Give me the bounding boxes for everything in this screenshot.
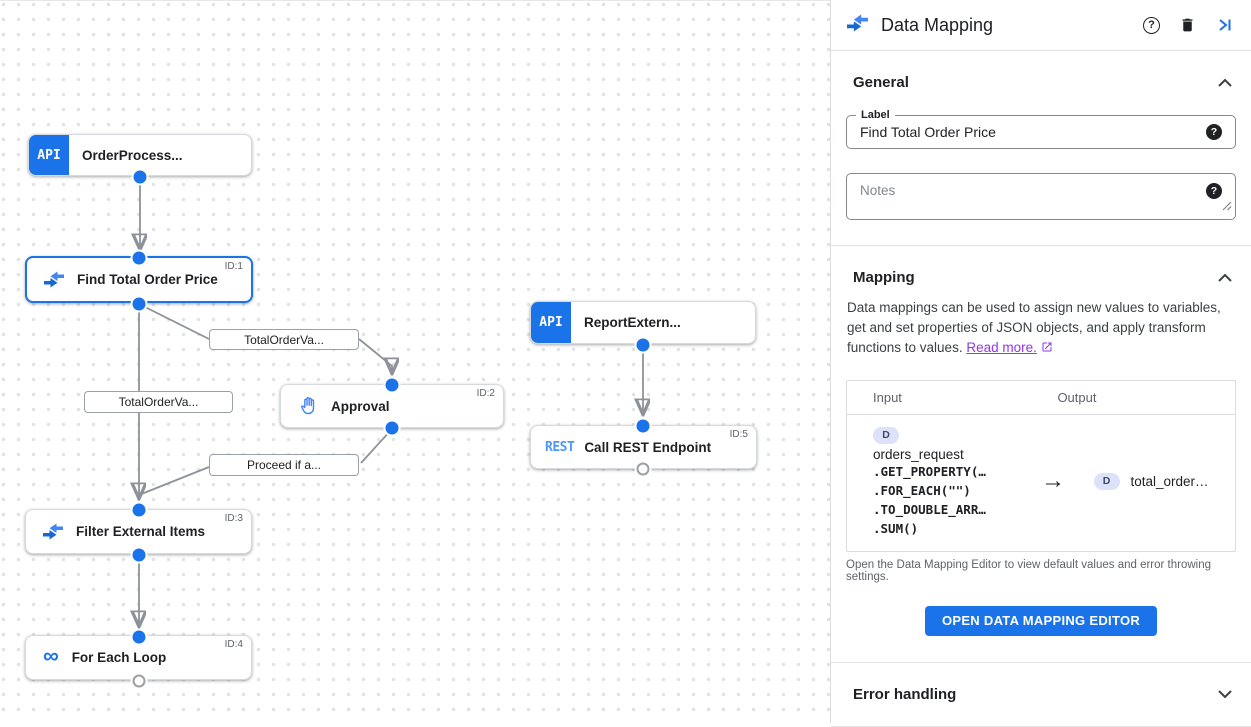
- collapse-right-icon: [1219, 19, 1231, 31]
- connector-dot[interactable]: [132, 548, 146, 562]
- node-title: Call REST Endpoint: [584, 439, 712, 455]
- datatype-chip: D: [873, 426, 899, 444]
- connector-dot-open[interactable]: [132, 674, 146, 688]
- datatype-chip: D: [1093, 472, 1120, 490]
- connector-dot[interactable]: [133, 170, 147, 184]
- data-mapping-icon: [43, 523, 63, 540]
- mapping-table-row: D orders_request .GET_PROPERTY(… .FOR_EA…: [847, 415, 1235, 551]
- node-title: Filter External Items: [76, 524, 206, 539]
- error-handling-section-toggle[interactable]: Error handling: [846, 686, 1236, 703]
- resize-handle-icon[interactable]: [1222, 198, 1232, 216]
- data-mapping-icon: [44, 271, 64, 288]
- section-divider: [831, 725, 1251, 727]
- rest-task-icon: REST: [545, 439, 575, 455]
- transform-function: .GET_PROPERTY(…: [873, 463, 986, 479]
- label-input[interactable]: [860, 124, 1206, 140]
- mapping-section: Mapping Data mappings can be used to ass…: [831, 269, 1251, 636]
- panel-title: Data Mapping: [881, 14, 994, 35]
- connector-dot[interactable]: [132, 503, 146, 517]
- node-id-badge: ID:3: [224, 513, 243, 524]
- section-divider: [831, 245, 1251, 246]
- section-divider: [831, 661, 1251, 663]
- input-column-header: Input: [873, 390, 902, 405]
- panel-header: Data Mapping ?: [831, 0, 1251, 51]
- node-title: Find Total Order Price: [77, 272, 218, 287]
- mapping-editor-hint: Open the Data Mapping Editor to view def…: [846, 558, 1212, 583]
- general-section: General Label ? ?: [831, 74, 1251, 220]
- node-title: ReportExtern...: [584, 315, 681, 330]
- mapping-description: Data mappings can be used to assign new …: [847, 298, 1235, 359]
- mapping-input-cell: D orders_request .GET_PROPERTY(… .FOR_EA…: [873, 425, 1041, 538]
- mapping-section-toggle[interactable]: Mapping: [846, 269, 1236, 286]
- data-mapping-icon: [847, 14, 868, 37]
- edge-label-proceed-if[interactable]: Proceed if a...: [209, 454, 359, 476]
- general-section-toggle[interactable]: General: [846, 74, 1236, 91]
- read-more-link[interactable]: Read more.: [966, 340, 1037, 355]
- node-order-process-trigger[interactable]: API OrderProcess...: [28, 134, 252, 176]
- task-config-panel: Data Mapping ? General Label: [830, 0, 1251, 727]
- chevron-down-icon: [1218, 690, 1232, 699]
- workflow-canvas[interactable]: TotalOrderVa... TotalOrderVa... Proceed …: [0, 0, 830, 723]
- edge-label-total-order-to-approval[interactable]: TotalOrderVa...: [209, 329, 359, 350]
- connector-dot-open[interactable]: [636, 462, 650, 476]
- node-id-badge: ID:5: [729, 429, 748, 440]
- node-id-badge: ID:1: [224, 261, 243, 272]
- node-id-badge: ID:4: [224, 639, 243, 650]
- transform-function: .FOR_EACH(""): [873, 482, 971, 498]
- connector-dot[interactable]: [636, 338, 650, 352]
- connector-dot[interactable]: [385, 421, 399, 435]
- mapping-description-text: Data mappings can be used to assign new …: [847, 300, 1221, 355]
- workflow-edges: [0, 178, 830, 724]
- mapping-table-header: Input Output: [847, 381, 1235, 415]
- chevron-up-icon: [1218, 273, 1232, 282]
- hand-approval-icon: [298, 396, 318, 416]
- mapping-output-cell: D total_order…: [1093, 472, 1224, 490]
- connector-dot[interactable]: [385, 378, 399, 392]
- connector-dot[interactable]: [132, 297, 146, 311]
- output-column-header: Output: [1057, 390, 1097, 405]
- node-id-badge: ID:2: [476, 388, 495, 399]
- edge-label-total-order-to-filter[interactable]: TotalOrderVa...: [84, 391, 233, 413]
- error-handling-section: Error handling: [831, 686, 1251, 703]
- transform-function: .SUM(): [873, 520, 919, 536]
- api-trigger-icon: API: [531, 302, 571, 343]
- mapping-heading: Mapping: [853, 269, 915, 286]
- transform-function: .TO_DOUBLE_ARR…: [873, 501, 986, 517]
- trash-icon: [1182, 18, 1193, 32]
- node-filter-external-items[interactable]: Filter External Items ID:3: [25, 509, 252, 554]
- label-field[interactable]: Label ?: [846, 109, 1236, 149]
- mapping-preview-table: Input Output D orders_request .GET_PROPE…: [846, 380, 1236, 552]
- mapping-arrow-icon: →: [1041, 467, 1065, 495]
- chevron-up-icon: [1218, 78, 1232, 87]
- external-link-icon: [1041, 339, 1053, 359]
- loop-infinity-icon: ∞: [43, 642, 59, 668]
- node-report-extern-trigger[interactable]: API ReportExtern...: [530, 301, 756, 344]
- error-handling-heading: Error handling: [853, 685, 957, 703]
- notes-input[interactable]: [860, 183, 1206, 209]
- general-heading: General: [853, 74, 909, 91]
- help-icon[interactable]: ?: [1143, 16, 1160, 34]
- connector-dot[interactable]: [636, 419, 650, 433]
- connector-dot[interactable]: [132, 251, 146, 265]
- notes-field[interactable]: ?: [846, 173, 1236, 220]
- collapse-panel-button[interactable]: [1215, 16, 1233, 34]
- connector-dot[interactable]: [132, 630, 146, 644]
- api-trigger-icon: API: [29, 135, 69, 175]
- input-variable-name: orders_request: [873, 446, 964, 462]
- notes-help-icon[interactable]: ?: [1206, 183, 1222, 199]
- node-title: Approval: [331, 398, 390, 414]
- label-field-label: Label: [856, 109, 895, 122]
- delete-task-button[interactable]: [1179, 16, 1196, 34]
- node-title: For Each Loop: [71, 650, 167, 665]
- node-title: OrderProcess...: [82, 147, 183, 163]
- open-data-mapping-editor-button[interactable]: OPEN DATA MAPPING EDITOR: [924, 605, 1158, 636]
- output-variable-name: total_order…: [1130, 473, 1209, 489]
- label-help-icon[interactable]: ?: [1206, 124, 1222, 140]
